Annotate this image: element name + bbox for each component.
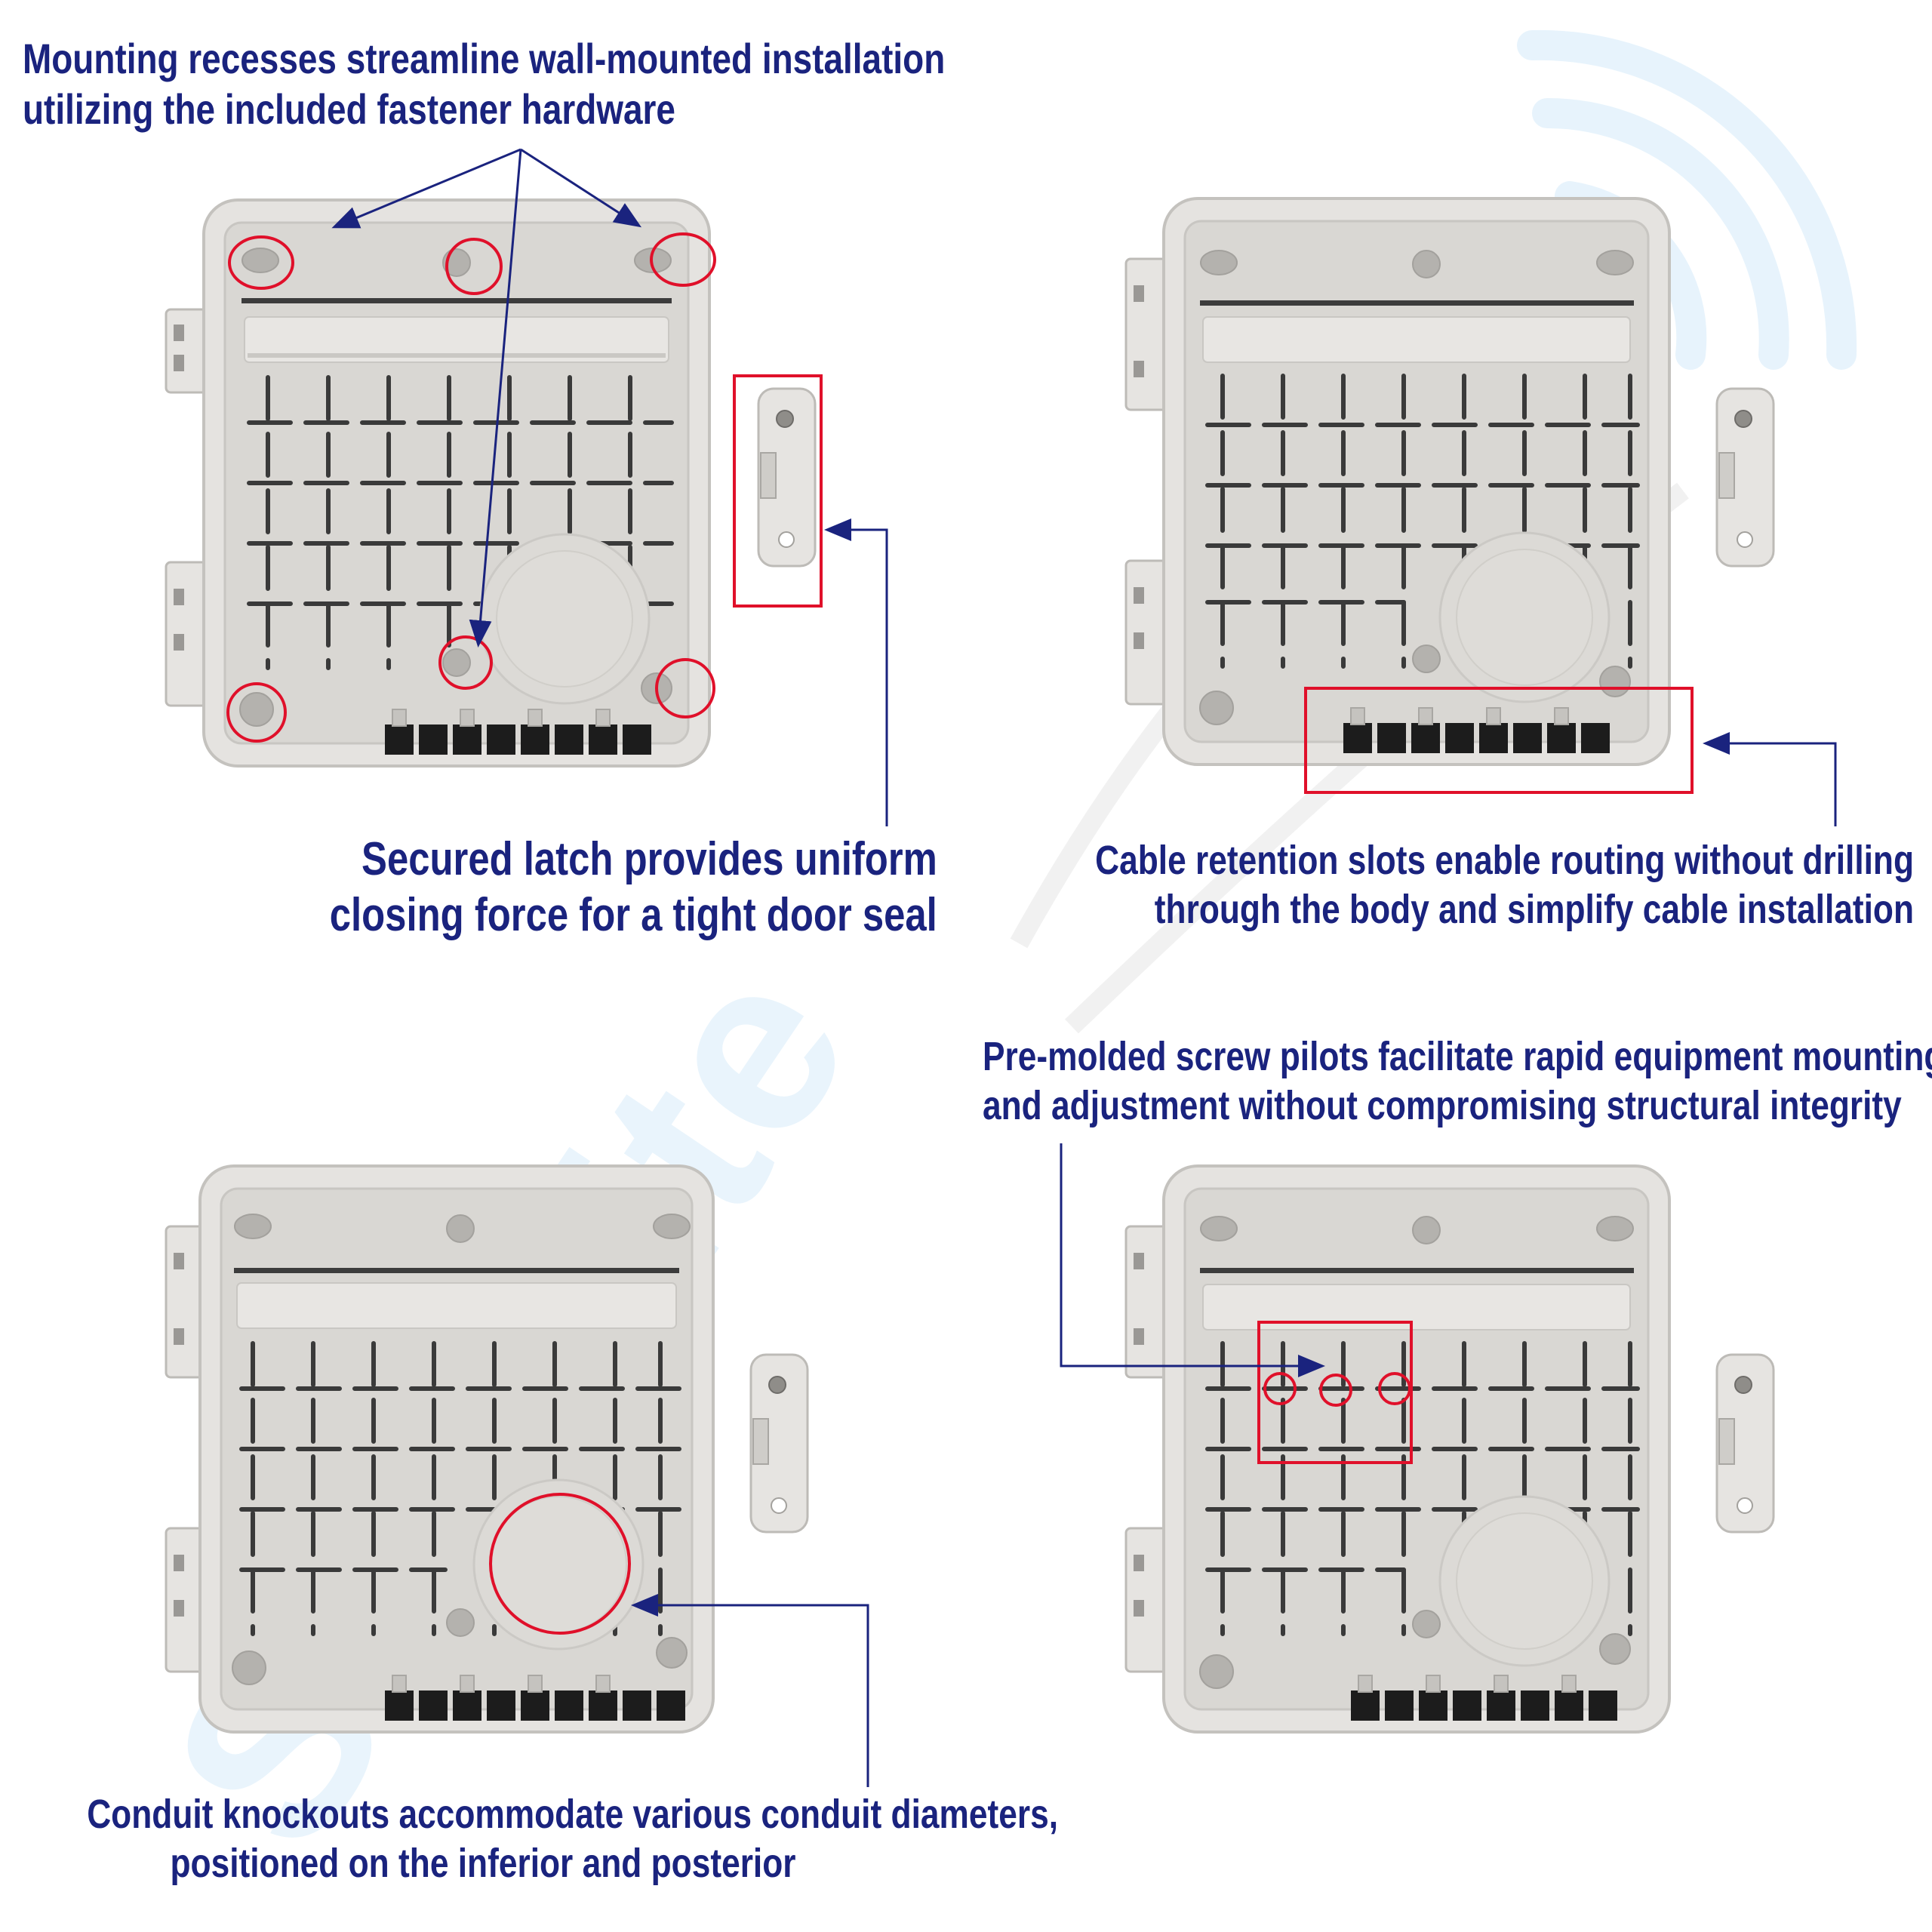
conduit-caption-line1: Conduit knockouts accommodate various co… [87,1792,1059,1837]
latch-bottom-left [749,1353,809,1534]
enclosure-bottom-left [165,1164,715,1734]
latch-bottom-right [1715,1353,1775,1534]
mounting-caption: Mounting recesses streamline wall-mounte… [23,33,945,134]
latch-caption: Secured latch provides uniform closing f… [330,832,937,944]
mounting-caption-line1: Mounting recesses streamline wall-mounte… [23,35,946,82]
cable-caption-line2: through the body and simplify cable inst… [1154,886,1914,932]
conduit-caption: Conduit knockouts accommodate various co… [87,1790,1059,1888]
enclosure-graphic [1124,197,1671,766]
cable-caption: Cable retention slots enable routing wit… [1095,836,1914,934]
screw-caption-line2: and adjustment without compromising stru… [983,1082,1902,1128]
latch-top-left [757,387,817,568]
enclosure-graphic [165,1164,715,1734]
latch-caption-line1: Secured latch provides uniform [361,833,937,885]
latch-caption-line2: closing force for a tight door seal [329,889,937,942]
mounting-caption-line2: utilizing the included fastener hardware [23,85,675,134]
latch-leader-line [824,518,888,826]
enclosure-bottom-right [1124,1164,1671,1734]
conduit-caption-line2: positioned on the inferior and posterior [170,1840,796,1886]
screw-caption-line1: Pre-molded screw pilots facilitate rapid… [983,1034,1932,1079]
enclosure-graphic [165,198,711,768]
latch-top-right [1715,387,1775,568]
enclosure-top-right [1124,197,1671,766]
cable-caption-line1: Cable retention slots enable routing wit… [1095,838,1914,883]
cable-leader-line [1703,732,1837,826]
enclosure-top-left [165,198,711,768]
screw-caption: Pre-molded screw pilots facilitate rapid… [983,1032,1932,1131]
enclosure-graphic [1124,1164,1671,1734]
